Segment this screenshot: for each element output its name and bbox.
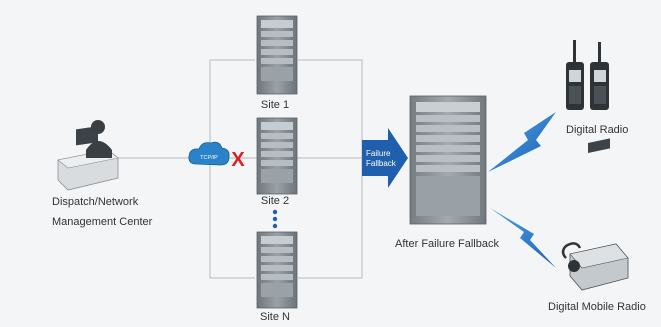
link-failure-mark: X xyxy=(231,149,245,171)
site-n-cabinet xyxy=(256,231,298,309)
network-cloud-icon xyxy=(188,141,230,166)
site-2-cabinet xyxy=(256,117,298,195)
fallback-site-cabinet xyxy=(409,95,487,225)
bus-top-line xyxy=(209,59,255,158)
site-n-label: Site N xyxy=(260,311,290,323)
site-bus-line xyxy=(298,59,363,279)
fallback-arrow-line2: Fallback xyxy=(366,159,397,168)
radio-link-bolt-icon xyxy=(488,112,556,172)
digital-radio-icon xyxy=(566,40,609,110)
dispatch-label-line1: Dispatch/Network xyxy=(52,196,139,208)
fallback-arrow-line1: Failure xyxy=(366,149,391,158)
dispatch-label-line2: Management Center xyxy=(52,216,153,228)
fallback-site-label: After Failure Fallback xyxy=(395,238,499,250)
failure-fallback-arrow xyxy=(362,128,408,188)
site-2-label: Site 2 xyxy=(260,195,290,207)
digital-mobile-radio-label: Digital Mobile Radio xyxy=(548,301,646,313)
cloud-label: TCP/IP xyxy=(200,155,218,161)
digital-mobile-radio-icon xyxy=(561,138,629,291)
more-sites-ellipsis xyxy=(272,209,278,229)
site-1-cabinet xyxy=(256,15,298,95)
dispatch-console-icon xyxy=(57,120,119,191)
mobile-radio-link-bolt-icon xyxy=(490,208,556,268)
bus-bottom-line xyxy=(209,158,255,279)
site-1-label: Site 1 xyxy=(260,99,290,111)
digital-radio-label: Digital Radio xyxy=(566,124,629,136)
